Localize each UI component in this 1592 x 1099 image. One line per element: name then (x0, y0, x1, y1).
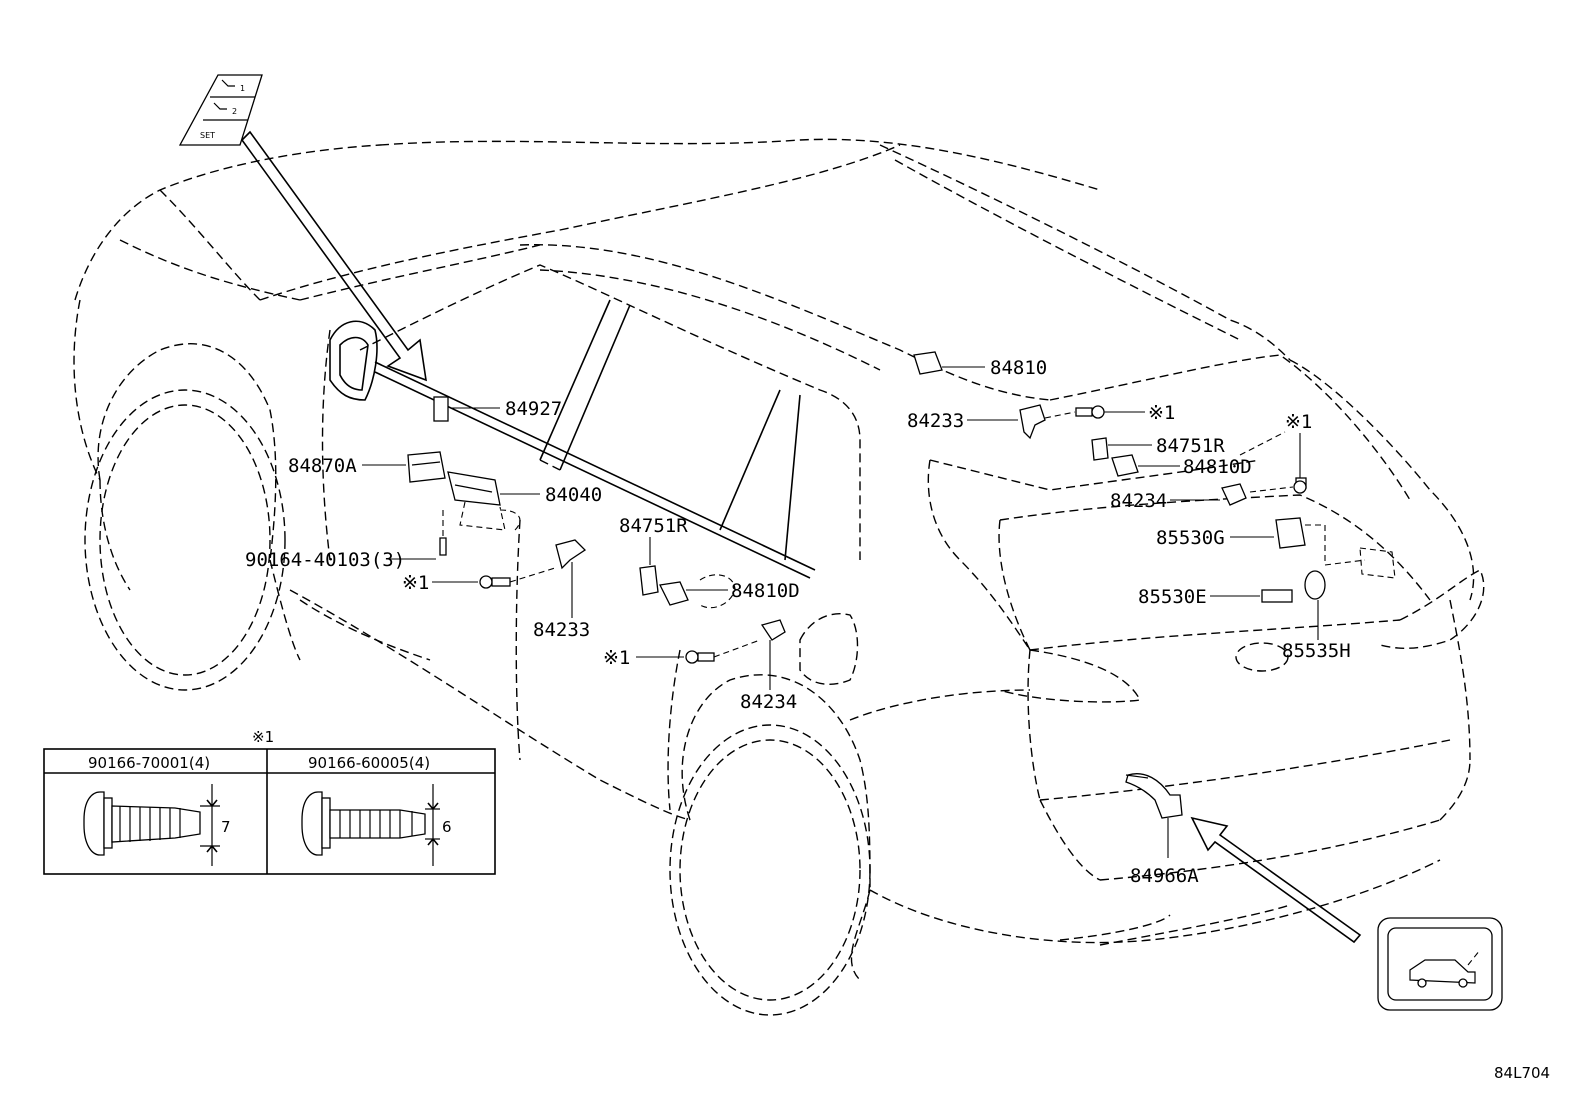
label-84233-left: 84233 (533, 619, 590, 641)
bolt-col1-dim: 7 (221, 818, 231, 836)
bolt-note1-top: ※1 (1075, 402, 1175, 424)
label-84810D-mid: 84810D (731, 580, 800, 602)
label-note1-right: ※1 (1285, 411, 1312, 433)
label-85530E: 85530E (1138, 586, 1207, 608)
bolt-90166-70001-drawing: 7 (83, 784, 231, 866)
label-note1-mid: ※1 (603, 647, 630, 669)
part-85530E: 85530E (1138, 586, 1293, 608)
part-84751R-right: 84751R (1091, 435, 1225, 461)
memory-btn2: 2 (232, 107, 237, 116)
label-84234-mid: 84234 (740, 691, 797, 713)
bolt-note1-mid: ※1 (603, 639, 761, 669)
memory-btn1: 1 (240, 84, 245, 93)
part-84810: 84810 (913, 351, 1047, 379)
label-84810: 84810 (990, 357, 1047, 379)
vehicle-outline (73, 138, 1485, 1016)
part-84966A: 84966A (1125, 773, 1199, 887)
diagram-code: 84L704 (1494, 1064, 1550, 1082)
label-84040: 84040 (545, 484, 602, 506)
part-84810D-mid: 84810D (659, 574, 800, 609)
switch-location-arrow (240, 130, 427, 382)
label-84810D-right: 84810D (1183, 456, 1252, 478)
part-90164-40103: 90164-40103(3) (245, 510, 447, 571)
part-84870A: 84870A (288, 451, 446, 483)
part-84233-left: 84233 (533, 539, 590, 641)
bolt-col2-part: 90166-60005(4) (308, 754, 430, 772)
label-84234-right: 84234 (1110, 490, 1167, 512)
label-84751R-right: 84751R (1156, 435, 1225, 457)
part-85535H: 85535H (1282, 570, 1351, 662)
part-85530G: 85530G (1156, 517, 1326, 565)
memory-set: SET (200, 131, 215, 140)
part-84040: 84040 (447, 471, 602, 531)
bolt-note1-left: ※1 (402, 567, 556, 594)
label-84751R-mid: 84751R (619, 515, 688, 537)
memory-seat-switch-icon: 1 2 SET (178, 74, 263, 146)
bolt-note1-right: ※1 (1239, 411, 1312, 494)
backdoor-location-arrow (1190, 816, 1362, 944)
bolt-col1-part: 90166-70001(4) (88, 754, 210, 772)
part-84751R-mid: 84751R (619, 515, 688, 596)
bolt-col2-dim: 6 (442, 818, 452, 836)
label-84233-right: 84233 (907, 410, 964, 432)
label-84966A: 84966A (1130, 865, 1199, 887)
label-85535H: 85535H (1282, 640, 1351, 662)
part-rear-mount (1324, 547, 1396, 579)
part-84234-right: 84234 (1110, 483, 1247, 512)
part-84233-right: 84233 (907, 404, 1076, 440)
label-90164: 90164-40103(3) (245, 549, 405, 571)
bolt-90166-60005-drawing: 6 (301, 784, 452, 866)
part-84234-mid: 84234 (740, 619, 797, 713)
label-85530G: 85530G (1156, 527, 1225, 549)
part-84810D-right: 84810D (1111, 454, 1252, 478)
bolt-table-note: ※1 (252, 728, 274, 746)
label-note1-left: ※1 (402, 572, 429, 594)
power-back-door-icon (1377, 917, 1503, 1011)
part-84927: 84927 (433, 396, 562, 422)
bolt-table: ※1 90166-70001(4) 90166-60005(4) 7 (43, 728, 496, 875)
label-84927: 84927 (505, 398, 562, 420)
label-note1-top: ※1 (1148, 402, 1175, 424)
label-84870A: 84870A (288, 455, 357, 477)
